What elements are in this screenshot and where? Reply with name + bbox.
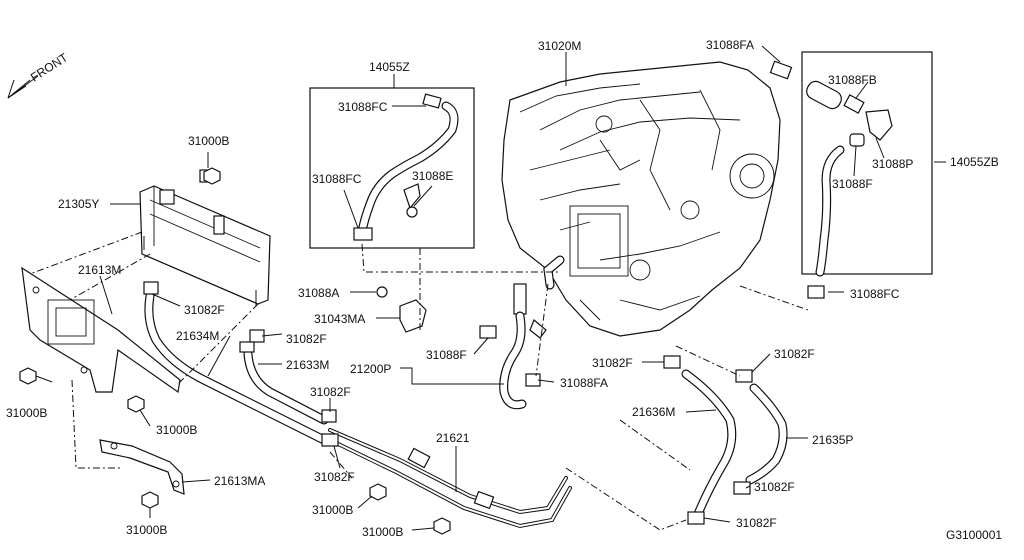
- callout-31000b-bot3: 31000B: [362, 525, 403, 539]
- callout-21305y: 21305Y: [58, 197, 99, 211]
- callout-31088fc-right: 31088FC: [850, 287, 900, 301]
- callout-31000b-left: 31000B: [6, 406, 47, 420]
- bracket-21613ma: [99, 439, 185, 495]
- callout-31082f-a: 31082F: [184, 303, 225, 317]
- box-14055z: [309, 87, 475, 249]
- callout-31088fc-box2: 31088FC: [312, 172, 362, 186]
- callout-31020m: 31020M: [538, 39, 581, 53]
- callout-21621: 21621: [436, 431, 470, 445]
- hose-14055zb: [769, 60, 893, 277]
- callout-31088fb: 31088FB: [828, 73, 877, 87]
- callout-labels: 31020M 14055Z 31088FA 31088FB 31088FC 31…: [6, 38, 999, 539]
- callout-31082f-g: 31082F: [754, 480, 795, 494]
- callout-31043ma: 31043MA: [314, 312, 365, 326]
- hose-21636m: [663, 355, 737, 525]
- guide-lines: [29, 231, 809, 531]
- callout-31088fa-mid: 31088FA: [560, 376, 608, 390]
- callout-31082f-f: 31082F: [314, 470, 355, 484]
- callout-31082f-b: 31082F: [286, 332, 327, 346]
- callout-21200p: 21200P: [350, 362, 391, 376]
- front-label: FRONT: [28, 50, 71, 85]
- bolt-icons: [19, 167, 451, 535]
- box-14055zb: [801, 51, 933, 275]
- hose-21635p: [733, 369, 788, 495]
- callout-31088e: 31088E: [412, 169, 453, 183]
- callout-31082f-h: 31082F: [736, 516, 777, 530]
- callout-14055zb: 14055ZB: [950, 155, 999, 169]
- callout-31088fa-top: 31088FA: [706, 38, 754, 52]
- bracket-21613m: [21, 266, 181, 394]
- bolt-icon: [369, 483, 387, 501]
- pipe-21621: [321, 409, 572, 529]
- callout-21634m: 21634M: [176, 329, 219, 343]
- callout-31000b-bot2: 31000B: [126, 523, 167, 537]
- callout-21613m: 21613M: [78, 263, 121, 277]
- callout-31082f-e: 31082F: [310, 385, 351, 399]
- hose-21200p: [479, 283, 547, 410]
- callout-31088f-box: 31088F: [832, 177, 873, 191]
- clip-31043ma: [376, 286, 427, 333]
- bolt-icon: [203, 167, 221, 185]
- hose-14055z: [353, 93, 459, 241]
- transaxle-assembly: [501, 61, 781, 337]
- callout-31000b-mid: 31000B: [156, 423, 197, 437]
- callout-21635p: 21635P: [812, 433, 853, 447]
- callout-31088a: 31088A: [298, 286, 339, 300]
- callout-31088fc-box: 31088FC: [338, 100, 388, 114]
- callout-14055z: 14055Z: [369, 60, 410, 74]
- callout-21633m: 21633M: [286, 358, 329, 372]
- bolt-icon: [433, 517, 451, 535]
- callout-31082f-d: 31082F: [774, 347, 815, 361]
- bolt-icon: [127, 395, 145, 413]
- callout-31000b-bot1: 31000B: [312, 503, 353, 517]
- leader-lines: [35, 45, 946, 531]
- clamp-31088fc-right: [807, 285, 825, 299]
- hose-21633m: [239, 329, 329, 425]
- callout-31000b-top: 31000B: [188, 134, 229, 148]
- diagram-code: G3100001: [946, 528, 1002, 542]
- callout-31088f-mid: 31088F: [426, 348, 467, 362]
- callout-21636m: 21636M: [632, 405, 675, 419]
- callout-31082f-c: 31082F: [592, 356, 633, 370]
- bolt-icon: [141, 491, 159, 509]
- front-arrow-icon: [7, 75, 39, 99]
- callout-31088p: 31088P: [872, 157, 913, 171]
- callout-21613ma: 21613MA: [214, 474, 265, 488]
- bolt-icon: [19, 367, 37, 385]
- oil-cooler-21305y: [139, 169, 271, 306]
- hose-21634m: [143, 281, 329, 445]
